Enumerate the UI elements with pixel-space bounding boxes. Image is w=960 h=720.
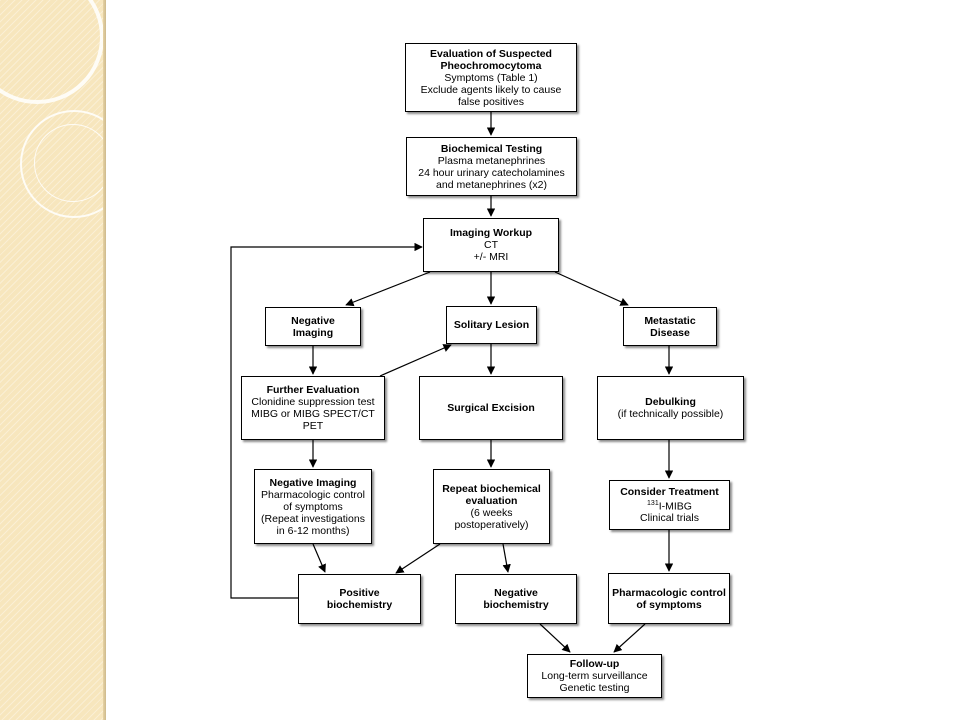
- node-line: Genetic testing: [559, 682, 630, 694]
- node-line: Pharmacologic control of symptoms: [261, 488, 365, 513]
- positive-biochemistry-node: Positive biochemistry: [298, 574, 421, 624]
- arrow-further-eval-to-solitary: [379, 344, 452, 377]
- node-title: Debulking: [645, 396, 696, 408]
- node-line: (if technically possible): [617, 408, 724, 420]
- node-title: Negative Imaging: [269, 476, 357, 489]
- node-title: Metastatic Disease: [644, 314, 696, 339]
- evaluation-node: Evaluation of Suspected Pheochromocytoma…: [405, 43, 577, 112]
- negative-imaging-bottom-node: Negative Imaging Pharmacologic control o…: [254, 469, 372, 544]
- arrow-imaging-to-negative-imaging: [345, 271, 431, 307]
- node-title: Negative biochemistry: [483, 587, 549, 611]
- node-line: Clinical trials: [640, 512, 699, 525]
- arrow-repeat-to-negative-biochem: [502, 543, 511, 573]
- arrow-repeat-to-positive: [395, 543, 441, 574]
- node-line: MIBG or MIBG SPECT/CT: [251, 408, 375, 420]
- node-line: Symptoms (Table 1): [444, 71, 538, 84]
- debulking-node: Debulking (if technically possible): [597, 376, 744, 440]
- node-title: Follow-up: [569, 658, 620, 670]
- node-title: Positive biochemistry: [326, 587, 393, 611]
- node-line: (6 weeks postoperatively): [454, 506, 529, 531]
- node-title: Pharmacologic control of symptoms: [612, 586, 726, 611]
- negative-biochemistry-node: Negative biochemistry: [455, 574, 577, 624]
- decorative-ring: [34, 124, 112, 202]
- arrow-negative-biochem-to-followup: [539, 623, 571, 653]
- biochemical-testing-node: Biochemical Testing Plasma metanephrines…: [406, 137, 577, 196]
- node-line: Long-term surveillance: [541, 670, 648, 682]
- node-line: Plasma metanephrines: [437, 154, 546, 167]
- node-line: PET: [302, 420, 324, 432]
- node-title: Further Evaluation: [266, 384, 360, 396]
- further-evaluation-node: Further Evaluation Clonidine suppression…: [241, 376, 385, 440]
- decorative-ring: [0, 0, 104, 104]
- arrow-pharm-to-followup: [613, 623, 646, 653]
- arrow-loop-positive-to-imaging: [230, 242, 423, 599]
- node-title: Surgical Excision: [447, 402, 535, 414]
- node-title: Solitary Lesion: [453, 319, 530, 331]
- node-title: Negative Imaging: [291, 314, 335, 339]
- repeat-biochemical-node: Repeat biochemical evaluation (6 weeks p…: [433, 469, 550, 544]
- isotope-label: I-MIBG: [658, 500, 692, 513]
- decorative-sidebar: [0, 0, 128, 720]
- node-line: 24 hour urinary catecholamines and metan…: [418, 166, 565, 191]
- sidebar-edge: [103, 0, 106, 720]
- node-line: (Repeat investigations in 6-12 months): [261, 512, 365, 537]
- node-title: Biochemical Testing: [440, 142, 543, 155]
- arrow-imaging-to-metastatic: [554, 271, 629, 306]
- isotope-superscript: 131: [647, 499, 659, 507]
- solitary-lesion-node: Solitary Lesion: [446, 306, 537, 344]
- follow-up-node: Follow-up Long-term surveillance Genetic…: [527, 654, 662, 698]
- node-title: Imaging Workup: [449, 227, 533, 239]
- negative-imaging-top-node: Negative Imaging: [265, 307, 361, 346]
- node-title: Evaluation of Suspected Pheochromocytoma: [430, 47, 552, 72]
- node-line: 131I-MIBG: [647, 498, 692, 513]
- metastatic-disease-node: Metastatic Disease: [623, 307, 717, 346]
- arrow-negative-imaging-to-positive: [312, 543, 326, 573]
- node-title: Consider Treatment: [620, 485, 719, 498]
- imaging-workup-node: Imaging Workup CT +/- MRI: [423, 218, 559, 272]
- node-line: Clonidine suppression test: [251, 396, 375, 408]
- node-line: CT: [484, 239, 498, 251]
- node-line: +/- MRI: [473, 251, 509, 263]
- node-title: Repeat biochemical evaluation: [442, 482, 541, 507]
- node-line: Exclude agents likely to cause false pos…: [420, 83, 562, 108]
- decorative-ring: [20, 110, 128, 218]
- consider-treatment-node: Consider Treatment 131I-MIBG Clinical tr…: [609, 480, 730, 530]
- surgical-excision-node: Surgical Excision: [419, 376, 563, 440]
- pharmacologic-control-node: Pharmacologic control of symptoms: [608, 573, 730, 624]
